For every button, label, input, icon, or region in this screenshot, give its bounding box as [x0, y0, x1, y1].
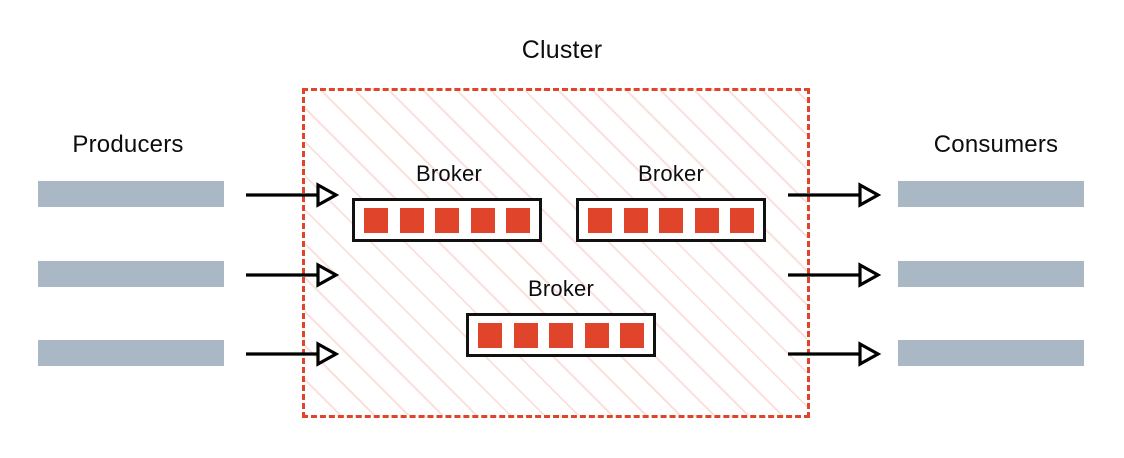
partition-cell [588, 207, 612, 233]
partition-cell [470, 207, 495, 233]
partition-cell [549, 322, 573, 348]
partition-cell [584, 322, 609, 348]
partition-cell [623, 207, 648, 233]
cluster-title: Cluster [521, 36, 603, 64]
consumer-bar-2[interactable] [898, 261, 1084, 287]
broker-1-label: Broker [416, 161, 482, 186]
cluster-region [302, 88, 810, 418]
consumer-bar-1[interactable] [898, 181, 1084, 207]
partition-cell [513, 322, 538, 348]
consumer-bar-3[interactable] [898, 340, 1084, 366]
partition-cell [364, 207, 388, 233]
broker-3-label: Broker [528, 276, 594, 301]
partition-cell [506, 207, 530, 233]
partition-cell [435, 207, 459, 233]
partition-cell [730, 207, 754, 233]
producer-bar-2[interactable] [38, 261, 224, 287]
partition-cell [620, 322, 644, 348]
producers-title: Producers [72, 131, 184, 158]
arrow-consumer-1 [788, 182, 882, 208]
broker-2-label: Broker [638, 161, 704, 186]
broker-3[interactable] [466, 313, 656, 357]
partition-cell [478, 322, 502, 348]
producer-bar-1[interactable] [38, 181, 224, 207]
arrow-consumer-2 [788, 262, 882, 288]
broker-1[interactable] [352, 198, 542, 242]
partition-cell [659, 207, 683, 233]
arrow-producer-1 [246, 182, 340, 208]
partition-cell [399, 207, 424, 233]
arrow-consumer-3 [788, 341, 882, 367]
arrow-producer-3 [246, 341, 340, 367]
arrow-producer-2 [246, 262, 340, 288]
partition-cell [694, 207, 719, 233]
broker-2[interactable] [576, 198, 766, 242]
consumers-title: Consumers [933, 131, 1059, 158]
producer-bar-3[interactable] [38, 340, 224, 366]
